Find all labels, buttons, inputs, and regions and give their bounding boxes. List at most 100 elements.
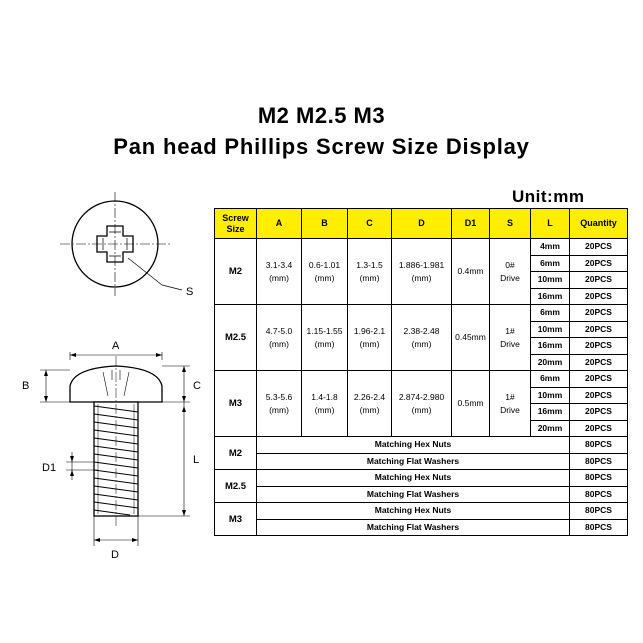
accessory-name-cell: Matching Hex Nuts (256, 469, 570, 487)
screw-diagram: S A B C L (22, 192, 201, 561)
accessory-name-cell: Matching Hex Nuts (256, 436, 570, 454)
table-row: 16mm 20PCS (215, 287, 628, 305)
accessory-size-cell: M2 (214, 436, 257, 470)
length-cell: 16mm (530, 403, 570, 421)
screw-side-view: A B C L D1 D (22, 340, 201, 561)
accessory-row: M2.5 Matching Hex Nuts 80PCS (214, 469, 628, 503)
label-c: C (193, 380, 201, 392)
label-d1: D1 (42, 462, 56, 474)
unit-label: Unit:mm (512, 187, 585, 206)
length-cell: 4mm (530, 238, 570, 256)
length-cell: 20mm (530, 419, 570, 437)
label-b: B (22, 380, 29, 392)
d-cell: 1.886-1.981(mm) (391, 238, 452, 305)
header-d: D (391, 208, 452, 239)
length-cell: 10mm (530, 320, 570, 338)
c-cell: 1.3-1.5(mm) (347, 238, 392, 305)
quantity-cell: 20PCS (569, 386, 628, 404)
quantity-cell: 20PCS (569, 304, 628, 322)
label-l: L (193, 454, 199, 466)
table-row: 20mm 20PCS (215, 419, 628, 437)
table-row: 10mm 20PCS (215, 386, 628, 404)
table-row: M2 3.1-3.4(mm) 0.6-1.01(mm) 1.3-1.5(mm) … (214, 238, 628, 305)
spec-table: Screw Size A B C D D1 S L Quantity M2 3.… (214, 208, 628, 536)
table-row: 16mm 20PCS (215, 337, 628, 355)
s-cell: 1#Drive (489, 304, 531, 371)
header-quantity: Quantity (569, 208, 628, 239)
length-cell: 20mm (530, 353, 570, 371)
quantity-cell: 20PCS (569, 337, 628, 355)
title-description: Pan head Phillips Screw Size Display (113, 134, 530, 159)
quantity-cell: 80PCS (569, 502, 628, 520)
b-cell: 1.4-1.8(mm) (301, 370, 348, 437)
screw-head-top-view: S (60, 192, 193, 298)
quantity-cell: 20PCS (569, 353, 628, 371)
quantity-cell: 20PCS (569, 403, 628, 421)
accessory-row: Matching Flat Washers 80PCS (215, 485, 628, 503)
quantity-cell: 20PCS (569, 238, 628, 256)
header-a: A (256, 208, 302, 239)
b-cell: 0.6-1.01(mm) (301, 238, 348, 305)
d1-cell: 0.5mm (451, 370, 490, 437)
table-row: 10mm 20PCS (215, 271, 628, 289)
length-cell: 10mm (530, 386, 570, 404)
length-cell: 16mm (530, 287, 570, 305)
length-cell: 6mm (530, 304, 570, 322)
length-cell: 10mm (530, 271, 570, 289)
label-a: A (112, 340, 120, 352)
table-row: 10mm 20PCS (215, 320, 628, 338)
header-screw-size: Screw Size (214, 208, 257, 239)
title-sizes: M2 M2.5 M3 (257, 103, 386, 128)
d-cell: 2.38-2.48(mm) (391, 304, 452, 371)
header-c: C (347, 208, 392, 239)
accessory-row: Matching Flat Washers 80PCS (215, 452, 628, 470)
a-cell: 5.3-5.6(mm) (256, 370, 302, 437)
length-cell: 6mm (530, 254, 570, 272)
c-cell: 1.96-2.1(mm) (347, 304, 392, 371)
quantity-cell: 20PCS (569, 287, 628, 305)
label-s: S (186, 286, 193, 298)
accessory-row: Matching Flat Washers 80PCS (215, 518, 628, 536)
quantity-cell: 20PCS (569, 254, 628, 272)
accessory-name-cell: Matching Flat Washers (256, 485, 570, 503)
header-b: B (301, 208, 348, 239)
s-cell: 1#Drive (489, 370, 531, 437)
length-cell: 6mm (530, 370, 570, 388)
quantity-cell: 80PCS (569, 452, 628, 470)
d-cell: 2.874-2.980(mm) (391, 370, 452, 437)
c-cell: 2.26-2.4(mm) (347, 370, 392, 437)
table-row: 6mm 20PCS (215, 254, 628, 272)
accessory-name-cell: Matching Flat Washers (256, 452, 570, 470)
s-cell: 0#Drive (489, 238, 531, 305)
screw-size-cell: M3 (214, 370, 257, 437)
header-l: L (530, 208, 570, 239)
accessory-row: M2 Matching Hex Nuts 80PCS (214, 436, 628, 470)
label-d: D (111, 549, 119, 561)
quantity-cell: 20PCS (569, 370, 628, 388)
a-cell: 3.1-3.4(mm) (256, 238, 302, 305)
accessory-name-cell: Matching Flat Washers (256, 518, 570, 536)
quantity-cell: 20PCS (569, 271, 628, 289)
table-row: 16mm 20PCS (215, 403, 628, 421)
quantity-cell: 80PCS (569, 469, 628, 487)
d1-cell: 0.4mm (451, 238, 490, 305)
d1-cell: 0.45mm (451, 304, 490, 371)
accessory-size-cell: M2.5 (214, 469, 257, 503)
table-row: 20mm 20PCS (215, 353, 628, 371)
header-d1: D1 (451, 208, 490, 239)
table-row: M2.5 4.7-5.0(mm) 1.15-1.55(mm) 1.96-2.1(… (214, 304, 628, 371)
accessory-name-cell: Matching Hex Nuts (256, 502, 570, 520)
accessory-size-cell: M3 (214, 502, 257, 536)
screw-size-cell: M2.5 (214, 304, 257, 371)
quantity-cell: 20PCS (569, 320, 628, 338)
quantity-cell: 80PCS (569, 518, 628, 536)
header-s: S (489, 208, 531, 239)
a-cell: 4.7-5.0(mm) (256, 304, 302, 371)
screw-size-cell: M2 (214, 238, 257, 305)
quantity-cell: 80PCS (569, 436, 628, 454)
quantity-cell: 20PCS (569, 419, 628, 437)
length-cell: 16mm (530, 337, 570, 355)
quantity-cell: 80PCS (569, 485, 628, 503)
accessory-row: M3 Matching Hex Nuts 80PCS (214, 502, 628, 536)
table-header-row: Screw Size A B C D D1 S L Quantity (214, 208, 628, 239)
